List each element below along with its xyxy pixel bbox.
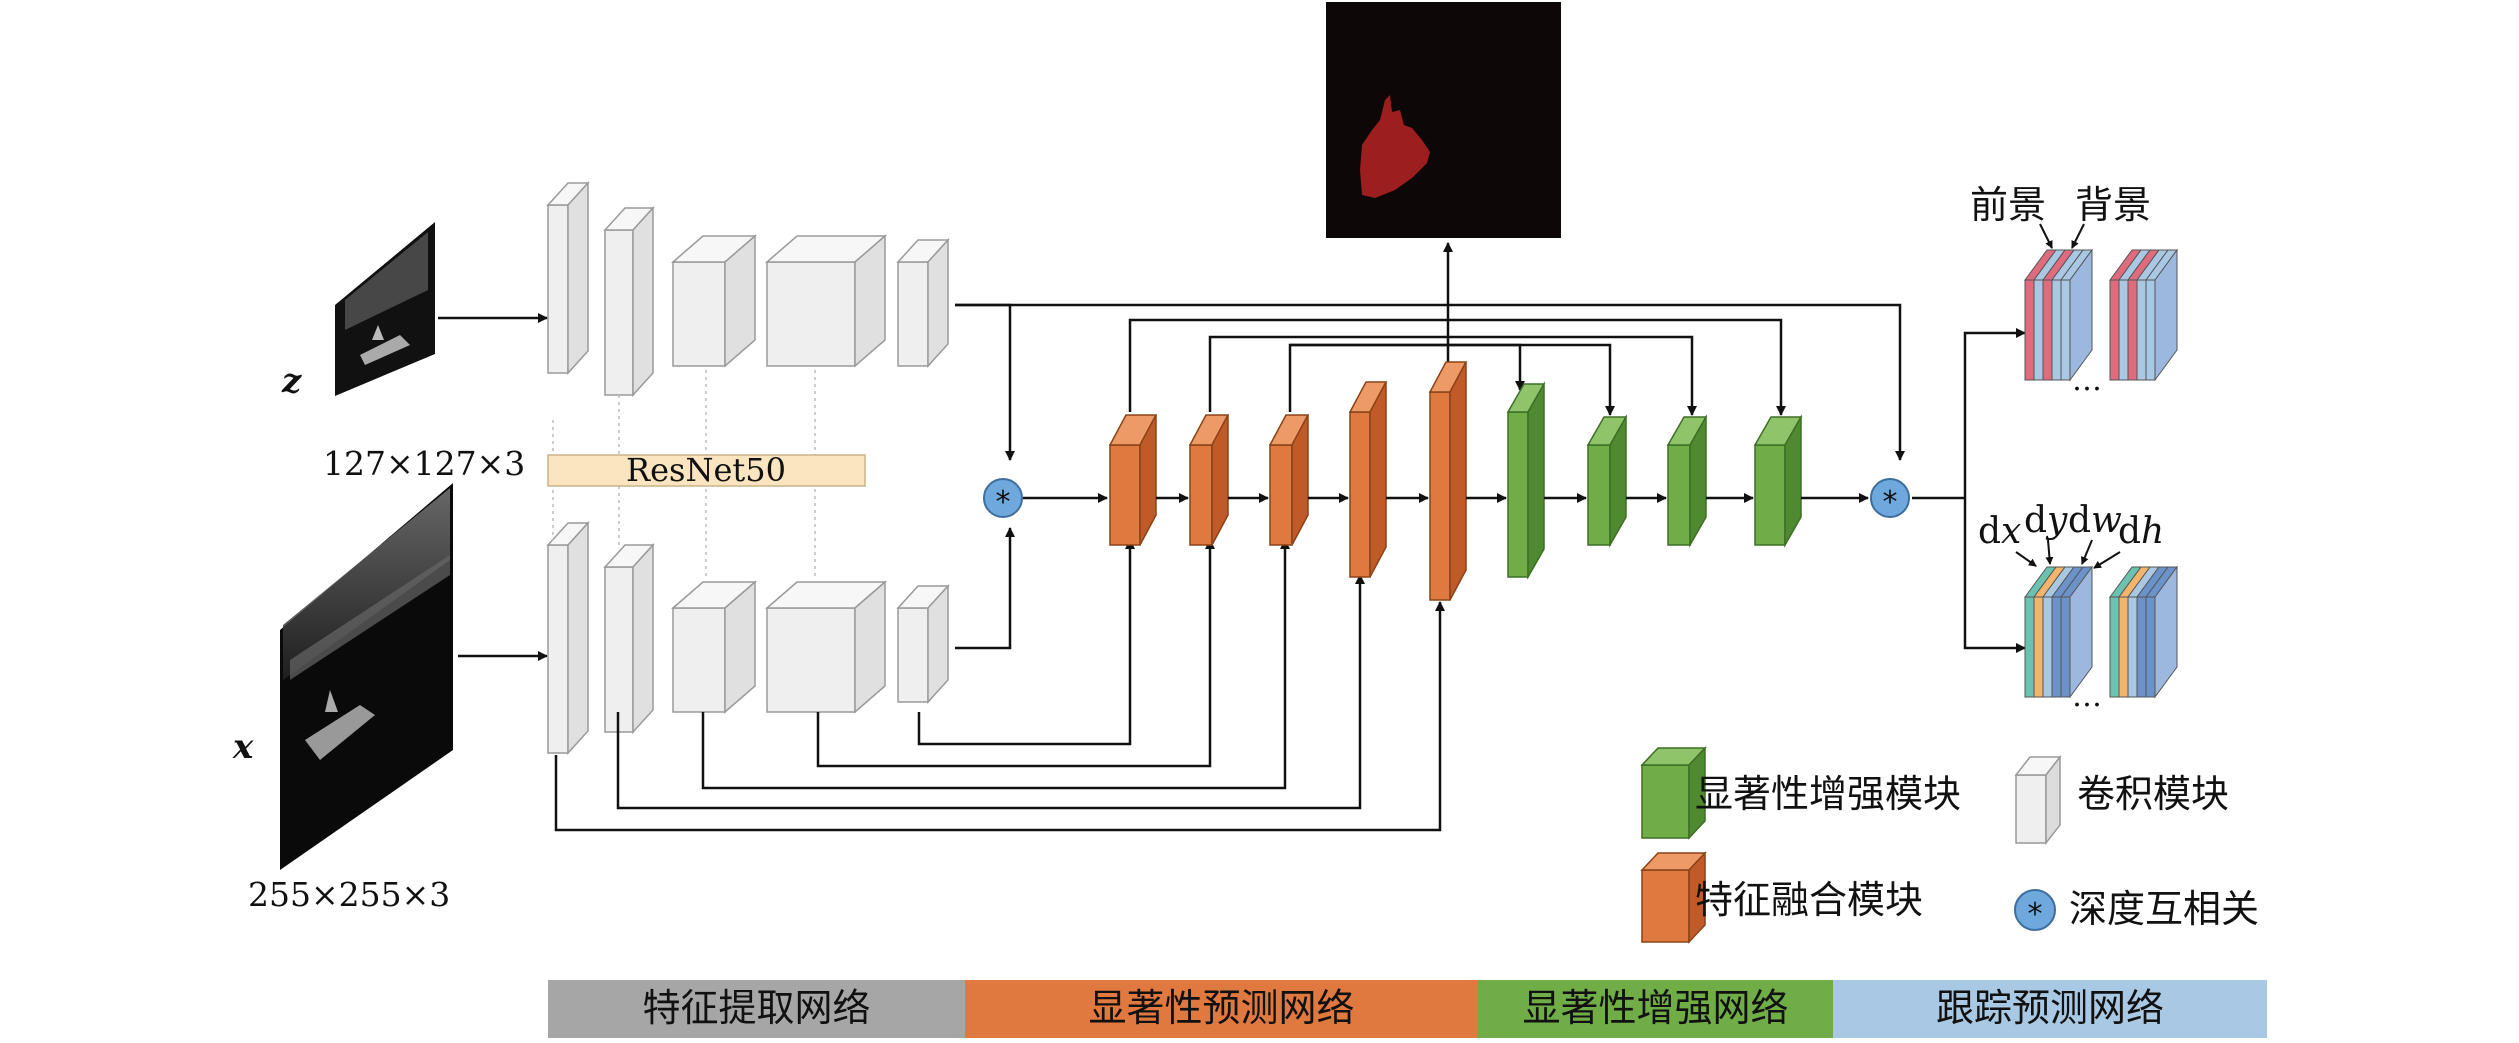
stage-segment-3 bbox=[1478, 980, 1833, 1038]
cls-output-2 bbox=[2109, 248, 2178, 382]
svg-text:*: * bbox=[996, 485, 1011, 520]
stage-segment-1 bbox=[548, 980, 965, 1038]
conv-block-search-1 bbox=[546, 521, 590, 755]
legend-enhance-icon bbox=[1640, 746, 1707, 840]
conv-block-search-2 bbox=[603, 543, 655, 734]
legend-conv-icon bbox=[2014, 754, 2062, 846]
search-label: x bbox=[232, 727, 254, 767]
template-image bbox=[335, 222, 435, 396]
reg-output-1 bbox=[2024, 565, 2093, 699]
svg-text:dx: dx bbox=[1978, 511, 2021, 552]
xcorr-node-left: * bbox=[983, 478, 1023, 520]
conv-block-template-1 bbox=[546, 181, 590, 375]
svg-text:dh: dh bbox=[2118, 511, 2164, 552]
cls-label-arrows bbox=[2039, 223, 2085, 249]
cls-label-background: 背景 bbox=[2075, 183, 2151, 227]
svg-text:*: * bbox=[1883, 485, 1898, 520]
legend: 显著性增强模块 卷积模块 特征融合模块 * 深度互相关 bbox=[1640, 746, 2259, 944]
cls-label-foreground: 前景 bbox=[1970, 183, 2046, 227]
stage-label-2: 显著性预测网络 bbox=[1088, 986, 1354, 1030]
fusion-block-2 bbox=[1188, 414, 1230, 546]
stage-segment-2 bbox=[965, 980, 1478, 1038]
stage-segment-4 bbox=[1833, 980, 2267, 1038]
cls-output-1 bbox=[2024, 248, 2093, 382]
svg-text:*: * bbox=[2028, 897, 2043, 932]
search-image bbox=[280, 483, 453, 870]
connection-lines bbox=[554, 242, 2026, 832]
search-size: 255×255×3 bbox=[248, 875, 450, 914]
conv-block-template-5 bbox=[896, 238, 950, 368]
reg-ellipsis: … bbox=[2072, 679, 2102, 714]
resnet50-bar bbox=[547, 454, 866, 487]
stage-bar: 特征提取网络 显著性预测网络 显著性增强网络 跟踪预测网络 bbox=[548, 980, 2267, 1038]
legend-fusion-icon bbox=[1640, 851, 1707, 944]
backbone-conv-blocks bbox=[546, 181, 950, 755]
enhance-block-1 bbox=[1506, 381, 1546, 580]
conv-block-search-5 bbox=[896, 584, 950, 704]
stage-label-3: 显著性增强网络 bbox=[1522, 986, 1788, 1030]
legend-xcorr-label: 深度互相关 bbox=[2069, 887, 2259, 931]
fusion-enhance-blocks bbox=[1108, 361, 1803, 601]
reg-labels: dx dy dw dh bbox=[1978, 500, 2164, 552]
xcorr-node-right: * bbox=[1870, 478, 1910, 520]
template-label: z bbox=[281, 361, 302, 401]
stage-label-4: 跟踪预测网络 bbox=[1936, 986, 2164, 1030]
cls-ellipsis: … bbox=[2072, 363, 2102, 398]
output-tensors bbox=[2024, 248, 2178, 699]
legend-fusion-label: 特征融合模块 bbox=[1695, 878, 1923, 922]
legend-conv-label: 卷积模块 bbox=[2077, 772, 2229, 816]
fusion-block-5 bbox=[1428, 361, 1468, 601]
template-size: 127×127×3 bbox=[323, 444, 525, 483]
enhance-block-2 bbox=[1586, 414, 1628, 548]
resnet50-label: ResNet50 bbox=[626, 451, 786, 489]
svg-text:dy: dy bbox=[2024, 500, 2068, 541]
fusion-block-3 bbox=[1268, 414, 1310, 546]
svg-text:dw: dw bbox=[2068, 500, 2122, 541]
conv-block-search-4 bbox=[764, 580, 888, 714]
conv-block-template-2 bbox=[603, 206, 655, 397]
conv-block-search-3 bbox=[670, 580, 758, 714]
stage-label-1: 特征提取网络 bbox=[642, 986, 870, 1030]
conv-block-template-4 bbox=[764, 234, 888, 368]
enhance-block-3 bbox=[1666, 414, 1708, 548]
legend-enhance-label: 显著性增强模块 bbox=[1695, 772, 1961, 816]
conv-block-template-3 bbox=[670, 234, 758, 368]
fusion-block-4 bbox=[1348, 381, 1388, 578]
reg-label-arrows bbox=[2015, 539, 2121, 569]
legend-xcorr-icon: * bbox=[2014, 889, 2056, 932]
fusion-block-1 bbox=[1108, 414, 1158, 546]
reg-output-2 bbox=[2109, 565, 2178, 699]
saliency-map bbox=[1326, 2, 1561, 238]
enhance-block-4 bbox=[1753, 414, 1803, 548]
